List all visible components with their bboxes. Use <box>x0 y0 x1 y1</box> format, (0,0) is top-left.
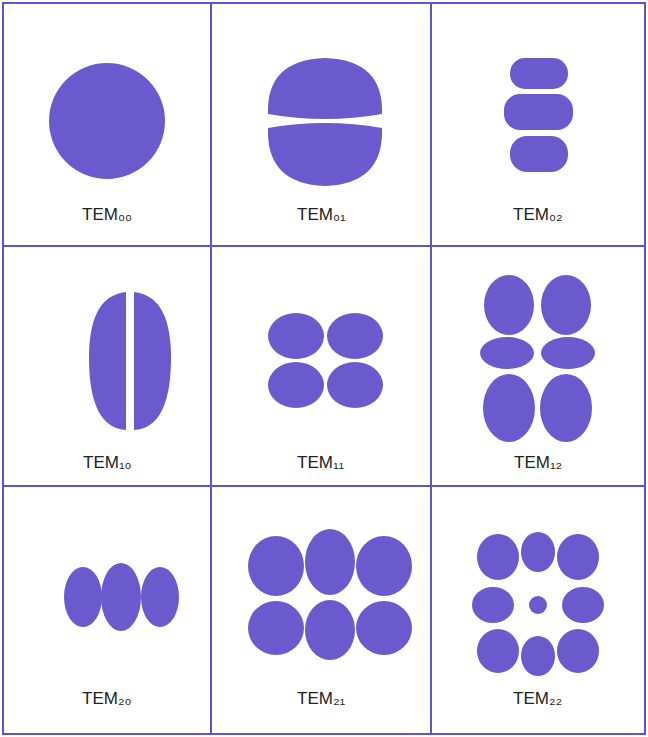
mode-lobe <box>268 123 382 186</box>
mode-lobe <box>510 136 568 172</box>
mode-label: TEM₀₂ <box>513 205 563 225</box>
mode-cell: TEM₂₁ <box>210 485 432 735</box>
mode-cell: TEM₀₀ <box>2 2 212 247</box>
mode-label: TEM₀₁ <box>297 205 346 225</box>
mode-label: TEM₁₀ <box>83 453 132 473</box>
mode-lobe <box>521 532 555 572</box>
mode-lobe <box>557 534 599 580</box>
mode-label: TEM₂₂ <box>513 689 562 709</box>
mode-label: TEM₂₁ <box>297 689 345 709</box>
mode-lobe <box>529 596 547 614</box>
mode-lobe <box>510 58 568 89</box>
mode-lobe <box>268 58 382 119</box>
mode-cell: TEM₀₁ <box>210 2 432 247</box>
mode-lobe <box>521 636 555 676</box>
mode-lobe <box>540 374 592 442</box>
mode-lobe <box>472 587 514 623</box>
mode-lobe <box>134 292 171 430</box>
mode-label: TEM₂₀ <box>82 689 132 709</box>
mode-lobe <box>64 567 102 627</box>
mode-lobe <box>356 601 412 655</box>
mode-label: TEM₀₀ <box>82 205 132 225</box>
mode-lobe <box>477 629 519 673</box>
mode-spot <box>49 63 165 179</box>
mode-lobe <box>477 534 519 580</box>
mode-lobe <box>305 529 355 595</box>
mode-lobe <box>484 275 534 335</box>
mode-lobe <box>541 337 595 369</box>
mode-lobe <box>141 567 179 627</box>
mode-cell: TEM₀₂ <box>430 2 646 247</box>
mode-lobe <box>268 313 324 359</box>
mode-lobe <box>327 313 383 359</box>
mode-lobe <box>101 563 141 631</box>
mode-lobe <box>327 362 383 408</box>
mode-cell: TEM₁₀ <box>2 245 212 487</box>
mode-lobe <box>557 629 599 673</box>
mode-lobe <box>356 536 412 596</box>
mode-label: TEM₁₂ <box>514 453 562 473</box>
mode-label: TEM₁₁ <box>297 453 344 473</box>
mode-cell: TEM₂₂ <box>430 485 646 735</box>
mode-lobe <box>248 536 304 596</box>
mode-lobe <box>248 601 304 655</box>
mode-lobe <box>562 587 604 623</box>
mode-lobe <box>541 275 591 335</box>
mode-lobe <box>268 362 324 408</box>
mode-cell: TEM₂₀ <box>2 485 212 735</box>
mode-lobe <box>504 94 573 130</box>
mode-lobe <box>480 337 534 369</box>
mode-lobe <box>89 292 126 430</box>
mode-cell: TEM₁₁ <box>210 245 432 487</box>
mode-lobe <box>305 600 355 660</box>
mode-cell: TEM₁₂ <box>430 245 646 487</box>
mode-lobe <box>483 374 535 442</box>
